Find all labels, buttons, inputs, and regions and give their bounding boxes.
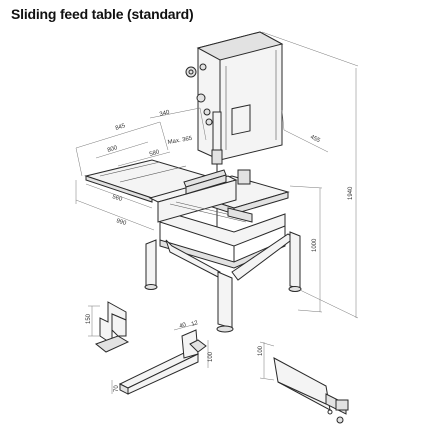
dim-70: 70 — [114, 385, 120, 392]
detail-bracket — [88, 301, 130, 353]
dim-845: 845 — [115, 123, 127, 132]
dim-12: 12 — [191, 320, 200, 328]
dim-560: 560 — [111, 194, 123, 203]
dim-1000: 1000 — [312, 238, 318, 252]
detail-stop-bracket — [259, 341, 349, 424]
dim-455: 455 — [309, 134, 321, 144]
dim-100b: 100 — [258, 345, 264, 356]
dim-1940: 1940 — [348, 186, 354, 200]
dim-340: 340 — [159, 110, 171, 118]
dim-150: 150 — [86, 313, 92, 324]
control-knobs — [185, 63, 213, 126]
detail-angle-bar — [111, 323, 209, 395]
sliding-feed-table — [84, 159, 253, 223]
dim-990: 990 — [115, 218, 127, 227]
dimension-lines — [75, 31, 359, 319]
page-title: Sliding feed table (standard) — [11, 6, 194, 22]
machine-legs — [144, 231, 302, 333]
fence-bar — [183, 169, 253, 223]
saw-upper-housing — [196, 31, 284, 161]
dim-max365: Max. 365 — [167, 136, 193, 146]
dim-580: 580 — [149, 149, 161, 158]
dim-100a: 100 — [208, 351, 214, 362]
dim-40: 40 — [179, 322, 188, 330]
dim-800: 800 — [107, 145, 119, 154]
